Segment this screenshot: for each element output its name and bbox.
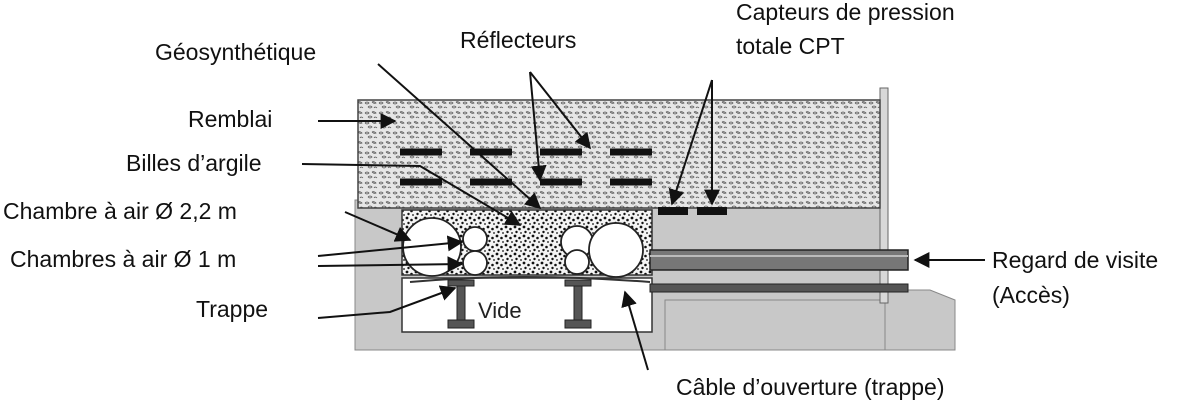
vide-label: Vide <box>478 298 522 323</box>
label-chambres-1: Chambres à air Ø 1 m <box>10 246 236 272</box>
label-trappe: Trappe <box>196 296 268 322</box>
label-reflecteurs: Réflecteurs <box>460 27 576 53</box>
label-capteurs-line2: totale CPT <box>736 33 845 59</box>
reflector-lines <box>400 148 680 186</box>
label-regard-line1: Regard de visite <box>992 247 1158 273</box>
air-chambers <box>402 217 644 278</box>
leader-lines <box>301 63 985 371</box>
label-capteurs-line1: Capteurs de pression <box>736 0 955 25</box>
access-pipe <box>649 249 909 293</box>
void-chamber <box>401 276 653 333</box>
support-beams <box>447 279 592 329</box>
label-billes: Billes d’argile <box>126 150 262 176</box>
label-chambre-22: Chambre à air Ø 2,2 m <box>3 198 237 224</box>
label-cable: Câble d’ouverture (trappe) <box>676 374 944 400</box>
label-geosynthetique: Géosynthétique <box>155 39 316 65</box>
label-regard-line2: (Accès) <box>992 282 1070 308</box>
pressure-sensors <box>658 207 727 215</box>
label-remblai: Remblai <box>188 106 272 132</box>
